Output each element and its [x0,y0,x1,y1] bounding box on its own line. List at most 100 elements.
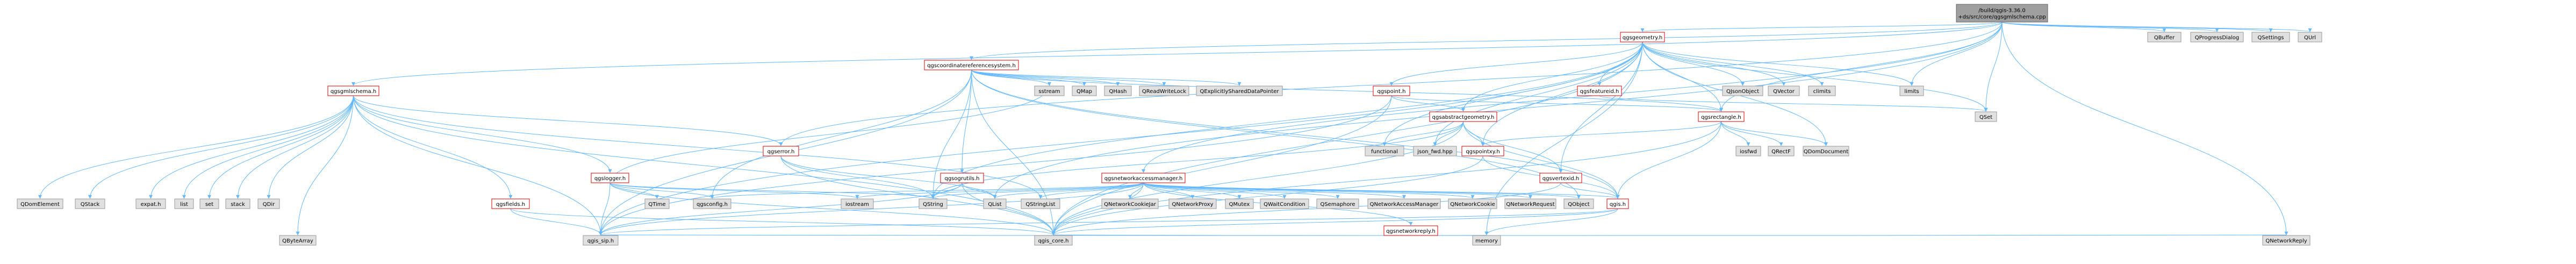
node-qgscoordinatereferencesystem-h[interactable]: qgscoordinatereferencesystem.h [924,60,1019,70]
node-qnetworkcookie[interactable]: QNetworkCookie [1448,198,1497,209]
node-qbytearray[interactable]: QByteArray [279,235,317,246]
node-qmap[interactable]: QMap [1072,85,1097,96]
node-qstring[interactable]: QString [919,198,948,209]
node-label: qgsgeometry.h [1623,35,1662,41]
node-box [1975,111,1997,122]
node-qexplicitlyshareddatapointer[interactable]: QExplicitlySharedDataPointer [1196,85,1283,96]
edge-qgsgmlschema-h-to-list [182,95,354,199]
edge-qgspointxy-h-to-qgis-core-h [1051,155,1483,236]
edge-qgserror-h-to-qstring [780,155,935,199]
edge-qgsgmlschema-h-to-set [207,95,354,199]
node-qrectf[interactable]: QRectF [1768,146,1795,156]
edge-qgsrectangle-h-to-iosfwd [1721,121,1750,146]
edge-qgsgeometry-h-to-climits [1642,41,1824,86]
edge-qgsgeometry-h-to-qstring [931,41,1643,199]
node-qsemaphore[interactable]: QSemaphore [1316,198,1359,209]
node-stack[interactable]: stack [225,198,250,209]
node-set[interactable]: set [199,198,219,209]
node-qnetworkproxy[interactable]: QNetworkProxy [1168,198,1217,209]
node-memory[interactable]: memory [1472,235,1501,246]
node-qgsgeometry-h[interactable]: qgsgeometry.h [1620,32,1665,42]
edge-build-qgis-3-36-0-ds-src-core-qgsgmlschema-cpp-to-qgscoordinatereferencesystem-h [970,22,2003,60]
node-qgsfields-h[interactable]: qgsfields.h [491,198,530,209]
node-limits[interactable]: limits [1899,85,1924,96]
node-qtime[interactable]: QTime [644,198,670,209]
node-qhash[interactable]: QHash [1104,85,1132,96]
node-list[interactable]: list [174,198,194,209]
node-label: qgsfeatureid.h [1580,89,1619,95]
node-qgsgmlschema-h[interactable]: qgsgmlschema.h [327,85,379,96]
node-box [1768,146,1795,156]
node-qgsnetworkreply-h[interactable]: qgsnetworkreply.h [1383,225,1438,236]
node-qstringlist[interactable]: QStringList [1021,198,1060,209]
node-label: limits [1904,89,1919,95]
node-qgserror-h[interactable]: qgserror.h [763,146,799,156]
node-label: QProgressDialog [2195,35,2239,41]
node-label: climits [1813,89,1831,95]
node-qgspointxy-h[interactable]: qgspointxy.h [1461,146,1504,156]
node-qlist[interactable]: QList [983,198,1007,209]
node-qnetworkreply[interactable]: QNetworkReply [2262,235,2310,246]
node-qgspoint-h[interactable]: qgspoint.h [1373,85,1410,96]
edge-qgspoint-h-to-qgsrectangle-h [1391,95,1723,112]
node-iosfwd[interactable]: iosfwd [1735,146,1761,156]
node-qobject[interactable]: QObject [1563,198,1594,209]
node-box [1563,198,1594,209]
node-label: qgserror.h [767,149,795,155]
node-qsettings[interactable]: QSettings [2251,32,2290,42]
node-box [940,173,984,183]
node-qnetworkrequest[interactable]: QNetworkRequest [1504,198,1556,209]
node-qprogressdialog[interactable]: QProgressDialog [2190,32,2244,42]
node-qgsvertexid-h[interactable]: qgsvertexid.h [1539,173,1582,183]
node-qgsconfig-h[interactable]: qgsconfig.h [693,198,731,209]
node-box [1472,235,1501,246]
node-qmutex[interactable]: QMutex [1225,198,1254,209]
node-qset[interactable]: QSet [1975,111,1997,122]
node-label: +ds/src/core/qgsgmlschema.cpp [1958,15,2046,20]
node-qgis-h[interactable]: qgis.h [1606,198,1629,209]
node-build-qgis-3-36-0-ds-src-core-qgsgmlschema-cpp[interactable]: /build/qgis-3.36.0+ds/src/core/qgsgmlsch… [1956,4,2048,23]
node-expat-h[interactable]: expat.h [135,198,166,209]
node-qgslogger-h[interactable]: qgslogger.h [591,173,629,183]
node-label: expat.h [141,202,161,208]
node-box [919,198,948,209]
node-json-fwd-hpp[interactable]: json_fwd.hpp [1413,146,1457,156]
node-functional[interactable]: functional [1365,146,1404,156]
node-climits[interactable]: climits [1808,85,1836,96]
node-qvector[interactable]: QVector [1768,85,1800,96]
edge-qgsgeometry-h-to-json-fwd-hpp [1433,41,1643,146]
node-qdomelement[interactable]: QDomElement [17,198,63,209]
node-qgis-core-h[interactable]: qgis_core.h [1034,235,1073,246]
node-label: QNetworkRequest [1506,202,1554,208]
node-qdir[interactable]: QDir [257,198,280,209]
node-qgsogrutils-h[interactable]: qgsogrutils.h [940,173,984,183]
node-sstream[interactable]: sstream [1034,85,1065,96]
node-qurl[interactable]: QUrl [2298,32,2322,42]
node-qbuffer[interactable]: QBuffer [2147,32,2182,42]
node-qgis-sip-h[interactable]: qgis_sip.h [583,235,619,246]
node-qdomdocument[interactable]: QDomDocument [1803,146,1849,156]
edge-qgis-h-to-qgis-core-h [1051,208,1618,236]
node-qnetworkaccessmanager[interactable]: QNetworkAccessManager [1367,198,1441,209]
edge-qgsnetworkaccessmanager-h-to-qlist [993,182,1144,199]
node-qreadwritelock[interactable]: QReadWriteLock [1139,85,1189,96]
node-label: QSemaphore [1320,202,1355,208]
node-box [1034,85,1065,96]
edge-build-qgis-3-36-0-ds-src-core-qgsgmlschema-cpp-to-qlist [993,22,2003,199]
node-qgsrectangle-h[interactable]: qgsrectangle.h [1698,111,1745,122]
node-iostream[interactable]: iostream [841,198,874,209]
node-qgsabstractgeometry-h[interactable]: qgsabstractgeometry.h [1429,111,1497,122]
node-box [257,198,280,209]
node-qwaitcondition[interactable]: QWaitCondition [1260,198,1309,209]
node-qjsonobject[interactable]: QJsonObject [1722,85,1763,96]
edge-qgsogrutils-h-to-qgis-core-h [961,182,1056,236]
node-qgsnetworkaccessmanager-h[interactable]: qgsnetworkaccessmanager.h [1101,173,1186,183]
node-qgsfeatureid-h[interactable]: qgsfeatureid.h [1577,85,1622,96]
edge-qgsrectangle-h-to-qgis-core-h [1051,121,1721,236]
node-qstack[interactable]: QStack [75,198,105,209]
node-qnetworkcookiejar[interactable]: QNetworkCookieJar [1101,198,1159,209]
edge-qgspoint-h-to-qgsabstractgeometry-h [1391,95,1465,112]
edge-qgsrectangle-h-to-qrectf [1721,121,1783,146]
node-box [763,146,799,156]
node-box [1021,198,1060,209]
